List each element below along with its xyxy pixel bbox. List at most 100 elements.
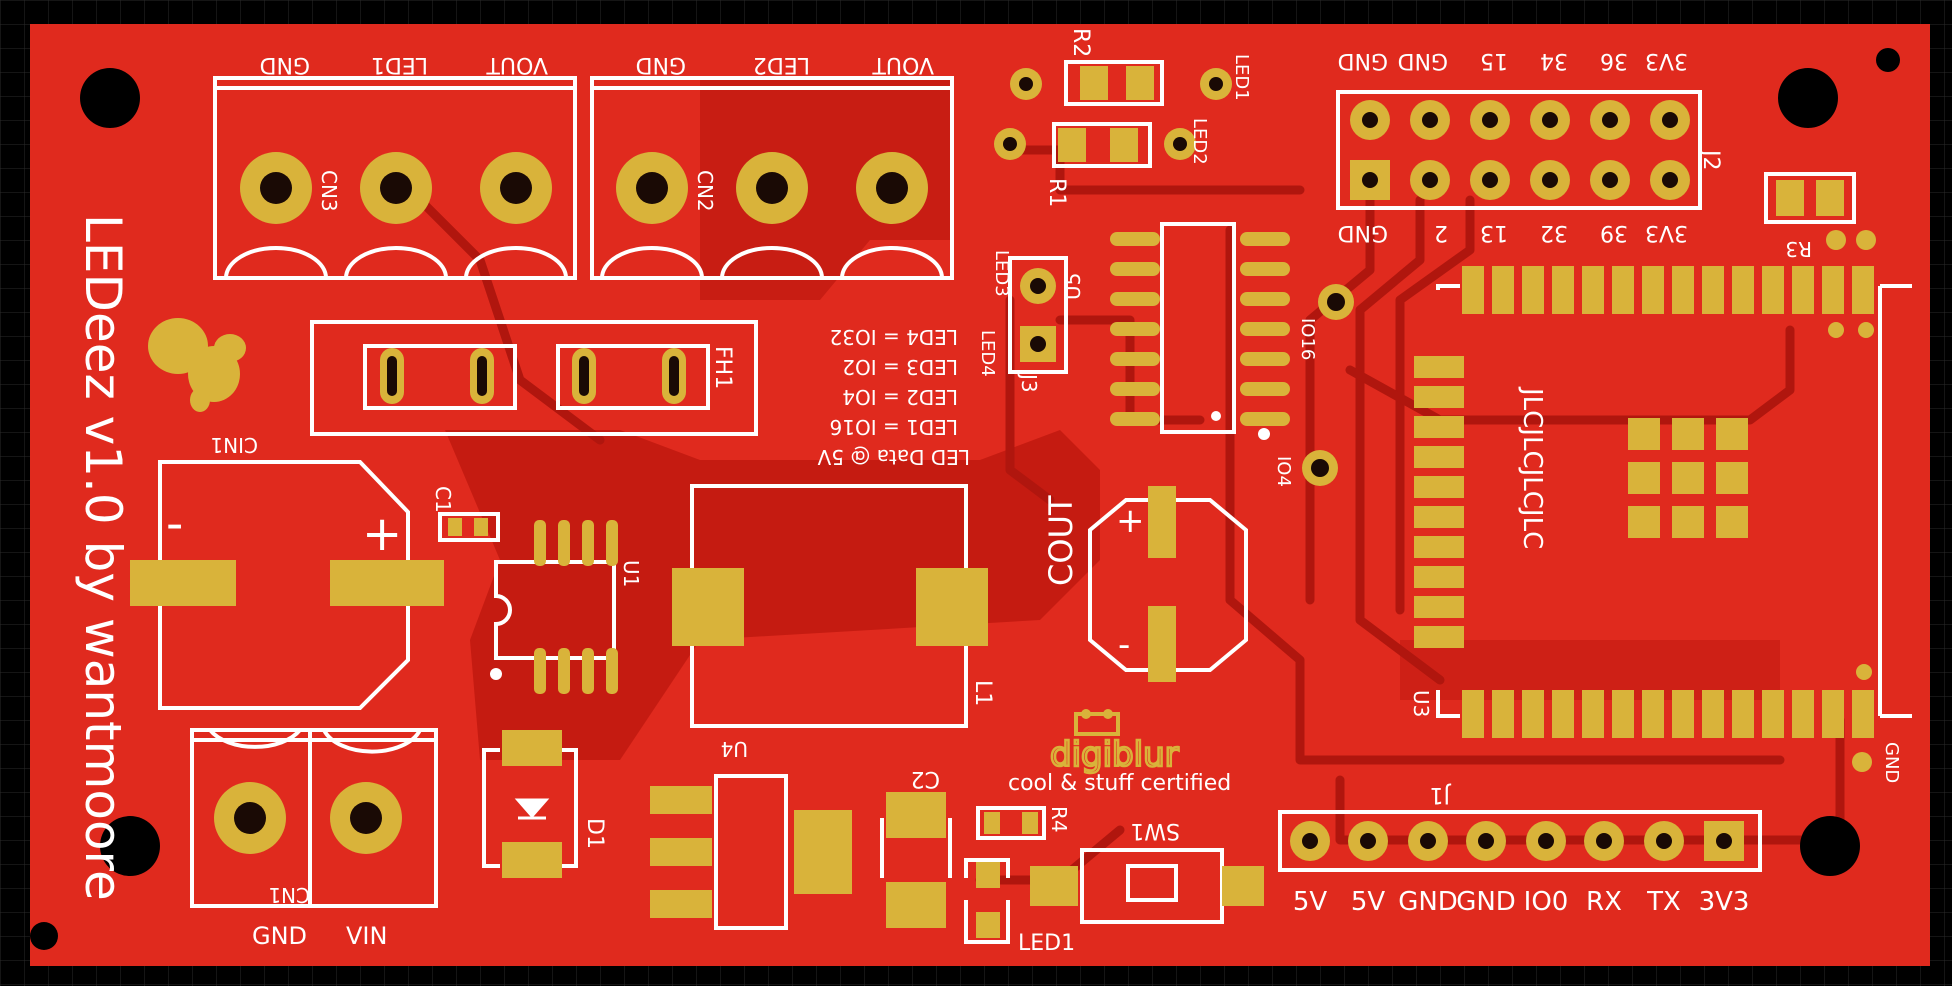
u3-pad <box>1414 446 1464 468</box>
cn3-pin-vout: VOUT <box>486 52 548 77</box>
u3-center-pad <box>1672 462 1704 494</box>
cin1-label: CIN1 <box>210 433 258 457</box>
cin1-capacitor[interactable] <box>130 460 444 710</box>
j2-top-pin-label: 3V3 <box>1645 48 1688 73</box>
u3-pad <box>1552 266 1574 314</box>
fh1-fuse-holder[interactable] <box>310 320 758 436</box>
u3-pad <box>1414 476 1464 498</box>
led4-label: LED4 <box>977 330 998 377</box>
u3-pad <box>1792 690 1814 738</box>
module-text: JLCJLCJLCJLC <box>1517 386 1547 549</box>
u3-pad <box>1732 690 1754 738</box>
j1-pad-hole <box>1302 833 1318 849</box>
fh1-label: FH1 <box>710 346 735 389</box>
cn2-pin-gnd: GND <box>636 52 686 77</box>
cin1-plus: + <box>362 506 402 562</box>
io4-label: IO4 <box>1273 456 1294 487</box>
u3-pad <box>1762 690 1784 738</box>
cn2-terminal[interactable] <box>590 76 954 280</box>
l1-label: L1 <box>970 680 995 706</box>
digiblur-logo: digiblur <box>1049 709 1180 776</box>
sw1-button[interactable] <box>1030 848 1264 924</box>
c1-capacitor[interactable] <box>438 512 500 542</box>
u3-pad <box>1612 690 1634 738</box>
u4-regulator[interactable] <box>650 774 852 930</box>
u3-pad <box>1552 690 1574 738</box>
cout-capacitor[interactable] <box>1088 486 1248 682</box>
logo-blob-icon <box>148 318 246 412</box>
cout-plus: + <box>1116 501 1145 541</box>
j1-pin-label: GND <box>1398 887 1458 917</box>
j3-header[interactable] <box>1008 256 1068 374</box>
u3-pad <box>1492 266 1514 314</box>
u3-pad <box>1462 690 1484 738</box>
c1-label: C1 <box>431 486 455 513</box>
r1-label: R1 <box>1044 178 1069 207</box>
cn3-pin-led1: LED1 <box>371 52 428 77</box>
u1-label: U1 <box>619 560 643 587</box>
io16-label: IO16 <box>1297 318 1318 360</box>
j2-top-pin-label: GND <box>1338 48 1388 73</box>
j1-pad-hole <box>1420 833 1436 849</box>
cn3-terminal[interactable] <box>213 76 577 280</box>
cn2-label: CN2 <box>693 170 717 212</box>
u3-pad <box>1414 386 1464 408</box>
u3-pad <box>1492 690 1514 738</box>
mount-hole-tl <box>80 68 140 128</box>
u3-pad <box>1672 690 1694 738</box>
cn1-terminal[interactable] <box>190 728 438 908</box>
j1-label: J1 <box>1430 782 1453 807</box>
u3-pad <box>1612 266 1634 314</box>
u3-pad <box>1642 690 1664 738</box>
r3-label: R3 <box>1785 237 1812 261</box>
mount-hole-tr <box>1778 68 1838 128</box>
cin1-minus: - <box>166 496 183 552</box>
sw1-label: SW1 <box>1130 818 1180 843</box>
j1-pad-hole <box>1478 833 1494 849</box>
j2-bottom-pin-label: 13 <box>1480 220 1508 245</box>
j2-top-pin-label: GND <box>1398 48 1448 73</box>
mapping-line-2: LED3 = IO2 <box>842 355 958 379</box>
led1-status[interactable] <box>964 858 1010 944</box>
cn2-pin-vout: VOUT <box>872 52 934 77</box>
u3-pad <box>1702 690 1724 738</box>
u3-pad <box>1582 690 1604 738</box>
j1-pin-label: RX <box>1586 887 1622 917</box>
digiblur-logo-text: digiblur <box>1050 735 1179 775</box>
u3-pad <box>1414 536 1464 558</box>
u3-pad <box>1672 266 1694 314</box>
u3-pad <box>1462 266 1484 314</box>
u3-pad <box>1792 266 1814 314</box>
mount-hole-bl <box>100 816 160 876</box>
r1-resistor[interactable] <box>994 122 1196 168</box>
u3-center-pad <box>1716 462 1748 494</box>
cn2-pin-led2: LED2 <box>753 52 810 77</box>
j1-pin-label: 5V <box>1351 887 1386 917</box>
j2-top-pin-label: 15 <box>1480 48 1508 73</box>
u5-label: U5 <box>1061 273 1085 300</box>
j1-pin-label: GND <box>1456 887 1516 917</box>
u3-center-pad <box>1628 462 1660 494</box>
j2-bottom-pin-label: 39 <box>1600 220 1628 245</box>
r2-resistor[interactable] <box>1010 60 1232 106</box>
j1-header[interactable] <box>1278 810 1762 872</box>
u3-center-pad <box>1716 418 1748 450</box>
u3-pad <box>1414 356 1464 378</box>
u1-chip[interactable] <box>490 520 618 694</box>
j2-bottom-pin-label: 3V3 <box>1645 220 1688 245</box>
j1-pin-label: TX <box>1646 887 1681 917</box>
mapping-line-3: LED2 = IO4 <box>842 385 958 409</box>
mapping-line-5: LED Data @ 5V <box>817 445 970 469</box>
c2-capacitor[interactable] <box>880 792 952 928</box>
u5-chip[interactable] <box>1110 222 1290 440</box>
cout-minus: - <box>1118 625 1130 665</box>
d1-diode[interactable] <box>482 730 578 878</box>
r3-resistor[interactable] <box>1764 172 1856 224</box>
u3-esp32-module[interactable] <box>1414 266 1912 738</box>
j1-pin-label: 5V <box>1293 887 1328 917</box>
j2-header[interactable] <box>1336 90 1702 210</box>
r4-resistor[interactable] <box>976 806 1046 840</box>
u3-pad <box>1414 566 1464 588</box>
l1-inductor[interactable] <box>672 484 988 728</box>
